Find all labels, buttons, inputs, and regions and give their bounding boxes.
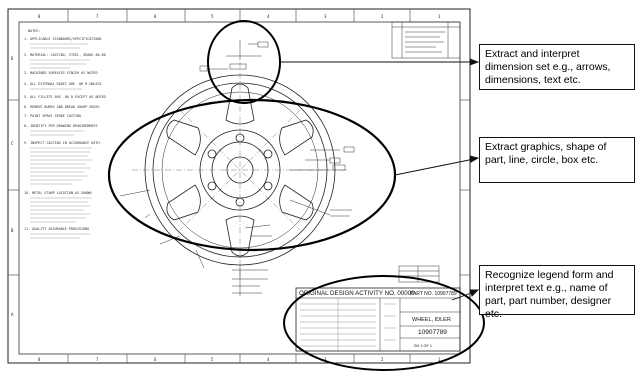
zone-col-top-3: 3	[324, 14, 327, 19]
zone-col-bottom-6: 6	[154, 357, 157, 362]
note-6: 6. REMOVE BURRS AND BREAK SHARP EDGES	[24, 105, 100, 109]
zone-row-b: B	[11, 228, 14, 233]
callout-legend-text: Recognize legend form and interpret text…	[479, 265, 635, 320]
title-block: ORIGINAL DESIGN ACTIVITY NO. 00000 PART …	[295, 287, 461, 352]
callout-dimension-text: Extract and interpret dimension set e.g.…	[479, 44, 635, 90]
zone-col-bottom-7: 7	[96, 357, 99, 362]
zone-ticks	[8, 9, 470, 363]
sheet-number: SH 1 OF 1	[414, 344, 432, 348]
notes-title: NOTES:	[28, 29, 40, 33]
spoke-window	[166, 119, 201, 156]
original-design-activity: ORIGINAL DESIGN ACTIVITY NO. 00000	[299, 290, 415, 297]
note-7: 7. PAINT SPRAY SPOKE CASTING	[24, 114, 81, 118]
zone-col-bottom-2: 2	[381, 357, 384, 362]
zone-col-top-1: 1	[438, 14, 441, 19]
zone-row-d: D	[11, 56, 14, 61]
zone-row-c: C	[11, 141, 14, 146]
note-10: 10. METAL STAMP LOCATION AS SHOWN	[24, 191, 91, 195]
zone-col-bottom-1: 1	[438, 357, 441, 362]
bolt-hole	[263, 149, 273, 159]
bolt-hole	[207, 149, 217, 159]
zone-col-top-2: 2	[381, 14, 384, 19]
callout-graphics-text: Extract graphics, shape of part, line, c…	[479, 137, 635, 183]
spoke-window	[166, 184, 201, 221]
bolt-hole	[263, 181, 273, 191]
zone-col-top-5: 5	[211, 14, 214, 19]
zone-col-top-7: 7	[96, 14, 99, 19]
part-no-label: PART NO. 10907789	[410, 291, 457, 297]
part-number: 10907789	[418, 329, 447, 336]
annotation-ellipse-legend	[283, 275, 485, 371]
callout-connectors	[280, 58, 480, 301]
zone-row-a: A	[11, 312, 14, 317]
note-3: 3. MACHINED SURFACES FINISH AS NOTED	[24, 71, 98, 75]
zone-col-bottom-5: 5	[211, 357, 214, 362]
notes-block: NOTES: 1. APPLICABLE STANDARDS/SPECIFICA…	[24, 29, 106, 239]
note-5: 5. ALL FILLETS ARE .06 R EXCEPT AS NOTED	[24, 95, 106, 99]
note-11: 11. QUALITY ASSURANCE PROVISIONS	[24, 227, 89, 231]
zone-col-top-4: 4	[267, 14, 270, 19]
spoke-window	[225, 83, 255, 125]
zone-col-top-6: 6	[154, 14, 157, 19]
note-8: 8. IDENTIFY PER DRAWING REQUIREMENTS	[24, 124, 98, 128]
revision-block	[391, 21, 461, 59]
note-2: 2. MATERIAL: CASTING, STEEL, GRADE 80-60	[24, 53, 106, 57]
sheet-outer-border	[7, 8, 471, 364]
note-4: 4. ALL EXTERNAL RADII ARE .06 R UNLESS	[24, 82, 102, 86]
spoke-window	[225, 215, 255, 257]
spoke-window	[279, 119, 314, 156]
zone-col-bottom-8: 8	[38, 357, 41, 362]
bolt-hole	[207, 181, 217, 191]
note-1: 1. APPLICABLE STANDARDS/SPECIFICATIONS	[24, 37, 102, 41]
zone-col-top-8: 8	[38, 14, 41, 19]
part-name: WHEEL, IDLER	[412, 317, 451, 323]
zone-col-bottom-3: 3	[324, 357, 327, 362]
wheel-part-graphic	[119, 40, 355, 296]
zone-col-bottom-4: 4	[267, 357, 270, 362]
note-9: 9. INSPECT CASTING IN ACCORDANCE WITH	[24, 141, 100, 145]
annotation-ellipse-dimensions	[207, 20, 281, 104]
